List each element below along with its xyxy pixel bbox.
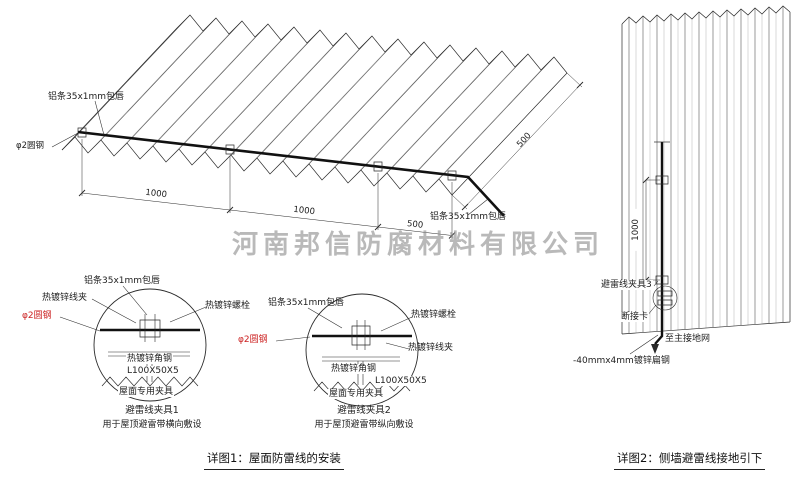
roof-ridge-lines bbox=[74, 14, 555, 180]
roof-valley-lines bbox=[87, 30, 542, 193]
wall-elevation bbox=[621, 5, 791, 355]
wall-clamp-symbols bbox=[655, 175, 669, 285]
detail1-bolts bbox=[144, 314, 156, 342]
disconnect-card-symbol bbox=[657, 290, 673, 306]
disconnect-detail-circle bbox=[652, 285, 678, 311]
detail2-leader-lines bbox=[275, 307, 413, 350]
detail1-label-angle-steel: 热镀锌角钢 bbox=[126, 354, 174, 365]
dimension-side-500 bbox=[451, 72, 583, 210]
detail2-label-wire-clamp: 热镀锌线夹 bbox=[408, 343, 454, 353]
detail1-clamp bbox=[139, 319, 161, 338]
detail1-label-wire-clamp: 热镀锌线夹 bbox=[42, 293, 88, 303]
roof-label-alu-strip-top: 铝条35x1mm包唇 bbox=[48, 92, 125, 102]
wall-label-clamp-3: 避雷线夹具3 bbox=[600, 280, 653, 291]
detail1-label-round-steel: φ2圆钢 bbox=[22, 311, 52, 321]
roof-side-edges bbox=[61, 27, 568, 196]
dimension-ticks-bottom bbox=[78, 189, 456, 239]
detail-circle-1 bbox=[93, 288, 207, 402]
roof-back-edge bbox=[176, 14, 568, 74]
down-conductor bbox=[654, 142, 664, 345]
roof-label-round-steel: φ2圆钢 bbox=[16, 141, 45, 151]
detail1-label-bolt: 热镀锌螺栓 bbox=[205, 301, 251, 311]
detail2-angle-steel bbox=[322, 356, 400, 385]
detail1-subtitle: 用于屋顶避雷带横向敷设 bbox=[102, 420, 202, 430]
detail-circle-2 bbox=[305, 293, 419, 407]
detail1-label-alu-strip: 铝条35x1mm包唇 bbox=[84, 276, 161, 286]
detail2-bolts bbox=[356, 320, 366, 350]
detail2-label-angle-size: L100X50X5 bbox=[374, 376, 428, 387]
wall-dim-lines bbox=[645, 179, 660, 281]
wall-label-flat-steel: -40mmx4mm镀锌扁钢 bbox=[572, 356, 671, 367]
ground-arrow bbox=[651, 344, 659, 354]
detail2-label-round-steel: φ2圆钢 bbox=[238, 335, 268, 345]
dimension-line-bottom bbox=[81, 192, 453, 236]
wire-clamp-symbols bbox=[77, 127, 457, 181]
detail2-clamp bbox=[351, 325, 371, 346]
wall-ridge-lines bbox=[628, 6, 784, 333]
lightning-wire bbox=[77, 130, 505, 217]
detail2-label-alu-strip: 铝条35x1mm包唇 bbox=[268, 298, 345, 308]
detail2-label-bolt: 热镀锌螺栓 bbox=[411, 310, 457, 320]
detail1-title: 避雷线夹具1 bbox=[125, 405, 179, 416]
caption-detail-2: 详图2：侧墙避雷线接地引下 bbox=[614, 450, 766, 470]
wall-label-disconnect-card: 断接卡 bbox=[620, 312, 650, 323]
roof-isometric bbox=[51, 14, 584, 239]
detail2-title: 避雷线夹具2 bbox=[337, 405, 391, 416]
wall-top-edge bbox=[621, 5, 791, 25]
detail2-subtitle: 用于屋顶避雷带纵向敷设 bbox=[314, 420, 414, 430]
wall-dim-1000: 1000 bbox=[631, 208, 642, 251]
detail1-leader-lines bbox=[59, 285, 207, 332]
clamp-detail-1-drawing bbox=[59, 285, 207, 402]
detail2-label-roof-clamp: 屋面专用夹具 bbox=[328, 389, 385, 400]
detail2-label-angle-steel: 热镀锌角钢 bbox=[330, 364, 378, 375]
dimension-ticks-side bbox=[461, 81, 584, 211]
roof-leader-lines bbox=[51, 100, 489, 216]
dim-extension-lines bbox=[81, 139, 453, 238]
roof-label-alu-strip-right: 铝条35x1mm包唇 bbox=[430, 212, 507, 222]
detail1-roof-profile bbox=[101, 376, 199, 387]
caption-detail-1: 详图1：屋面防雷线的安装 bbox=[204, 450, 344, 470]
wall-label-to-ground: 至主接地网 bbox=[664, 334, 712, 345]
detail1-label-roof-clamp: 屋面专用夹具 bbox=[118, 387, 175, 398]
detail1-label-angle-size: L100X50X5 bbox=[126, 366, 180, 377]
